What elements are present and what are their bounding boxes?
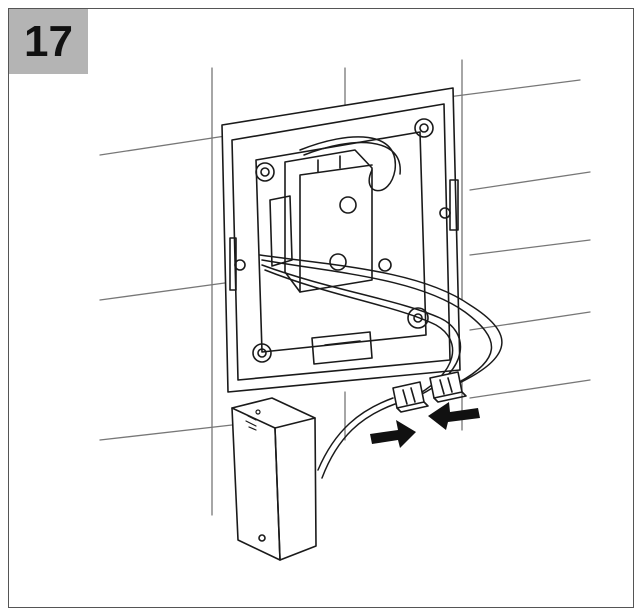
screw-hole bbox=[255, 162, 275, 182]
arrow-right-icon bbox=[370, 420, 416, 448]
battery-box bbox=[231, 397, 317, 561]
screw-hole bbox=[252, 343, 272, 363]
connector-socket-icon bbox=[429, 371, 467, 403]
connector-plug-icon bbox=[392, 381, 429, 413]
step-number-badge: 17 bbox=[9, 9, 88, 74]
cable-bundle bbox=[259, 136, 503, 399]
valve-body bbox=[269, 149, 373, 293]
screw-hole bbox=[407, 307, 429, 329]
arrow-left-icon bbox=[428, 402, 480, 430]
battery-vent-icon bbox=[245, 409, 261, 431]
battery-cable bbox=[317, 397, 396, 479]
screw-hole bbox=[414, 118, 434, 138]
